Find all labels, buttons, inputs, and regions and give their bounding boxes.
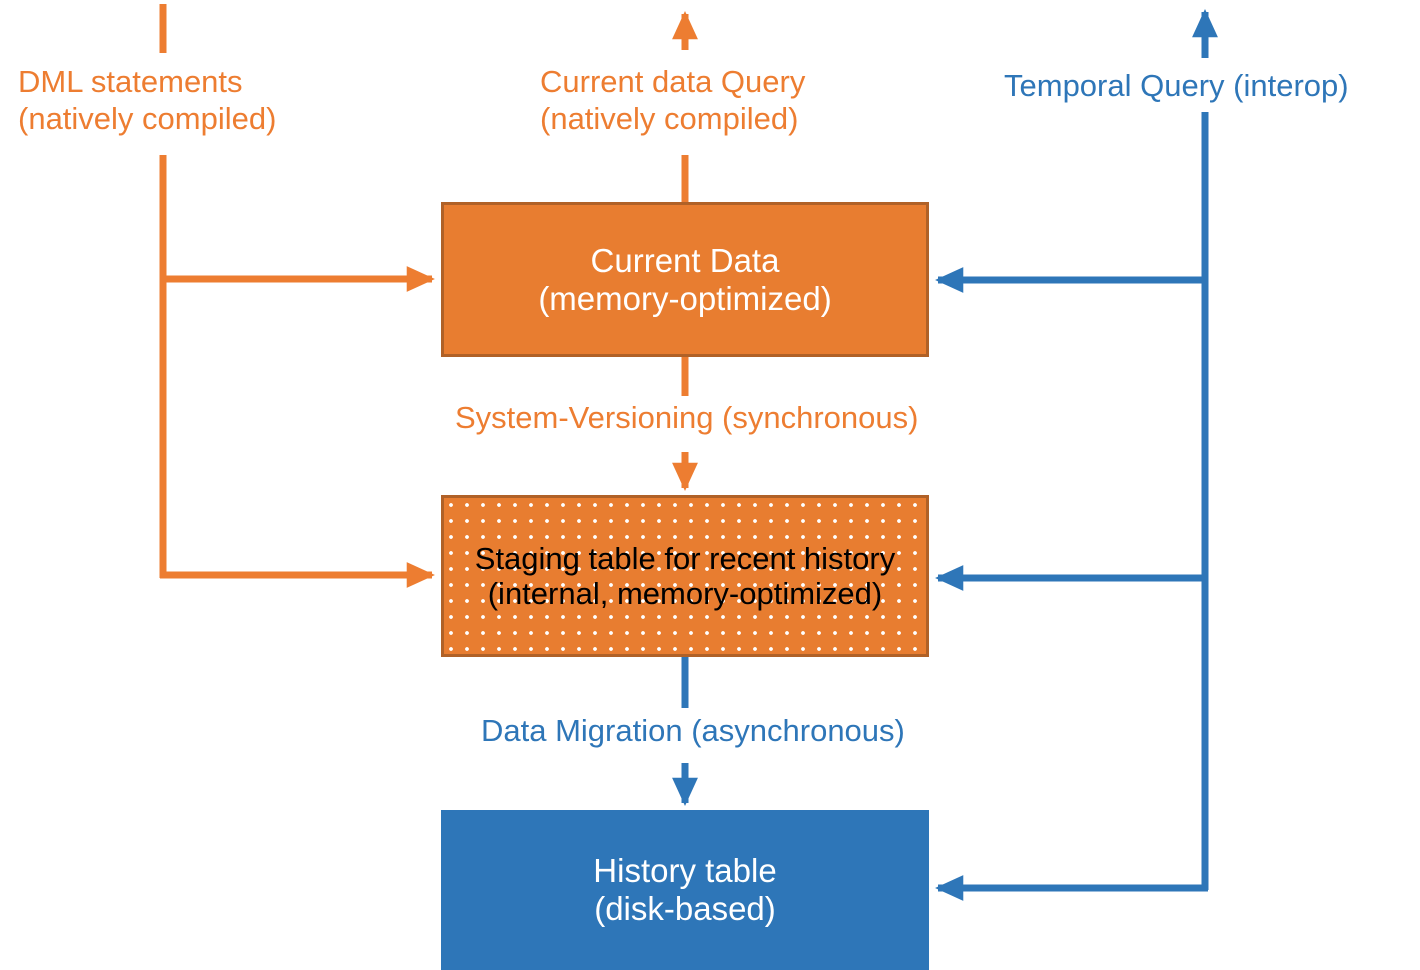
- node-current-data[interactable]: Current Data (memory-optimized): [441, 202, 929, 357]
- node-staging-table[interactable]: Staging table for recent history (intern…: [441, 495, 929, 657]
- label-data-migration: Data Migration (asynchronous): [481, 713, 905, 748]
- node-history-table[interactable]: History table (disk-based): [441, 810, 929, 970]
- label-temporal-query: Temporal Query (interop): [1004, 68, 1349, 103]
- node-history-table-label: History table (disk-based): [593, 852, 777, 927]
- label-current-data-query: Current data Query (natively compiled): [540, 64, 806, 136]
- node-staging-table-label: Staging table for recent history (intern…: [474, 540, 896, 611]
- node-current-data-label: Current Data (memory-optimized): [538, 241, 832, 317]
- label-dml-statements: DML statements (natively compiled): [18, 64, 277, 136]
- label-system-versioning: System-Versioning (synchronous): [455, 400, 919, 435]
- connector-temporal-query: [935, 9, 1218, 901]
